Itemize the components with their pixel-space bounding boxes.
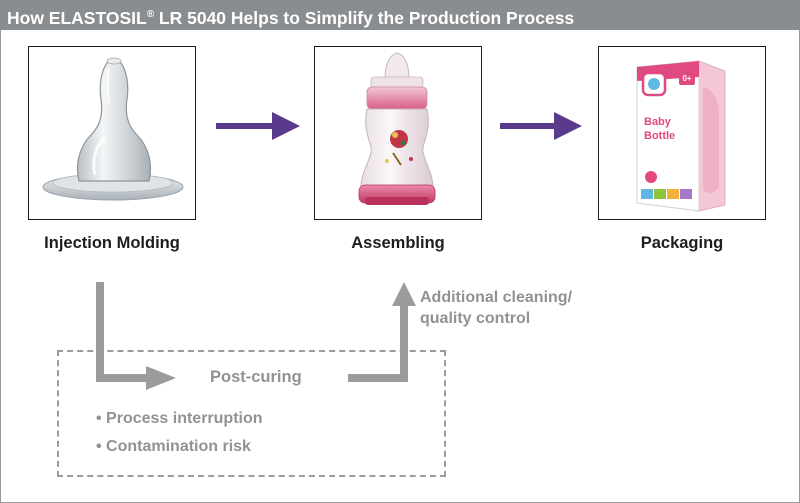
stage-label-injection-molding: Injection Molding	[44, 234, 180, 252]
svg-text:Bottle: Bottle	[644, 130, 675, 142]
baby-bottle-icon	[358, 52, 436, 205]
svg-text:Baby: Baby	[644, 116, 672, 128]
flow-arrow-1	[216, 112, 300, 140]
injection-molding-image	[28, 46, 196, 220]
cleaning-note: Additional cleaning/ quality control	[420, 287, 572, 329]
down-then-right-arrow	[96, 282, 176, 390]
post-curing-label: Post-curing	[210, 368, 302, 386]
post-curing-dashed-box	[57, 350, 446, 477]
flow-arrow-2	[500, 112, 582, 140]
diagram-title: How ELASTOSIL® LR 5040 Helps to Simplify…	[0, 0, 800, 30]
packaging-image: 0+ Baby Bottle	[598, 46, 766, 220]
stage-label-packaging: Packaging	[640, 234, 724, 252]
drawback-item: • Contamination risk	[96, 438, 251, 455]
cleaning-note-line-2: quality control	[420, 310, 531, 327]
drawback-item: • Process interruption	[96, 410, 263, 427]
stage-label-assembling: Assembling	[351, 234, 445, 252]
cleaning-note-line-1: Additional cleaning/	[420, 289, 573, 306]
silicone-nipple-icon	[42, 57, 184, 201]
svg-text:0+: 0+	[682, 74, 691, 83]
bottle-box-icon: 0+ Baby Bottle	[636, 60, 726, 212]
assembling-image	[314, 46, 482, 220]
right-then-up-arrow	[348, 282, 416, 382]
